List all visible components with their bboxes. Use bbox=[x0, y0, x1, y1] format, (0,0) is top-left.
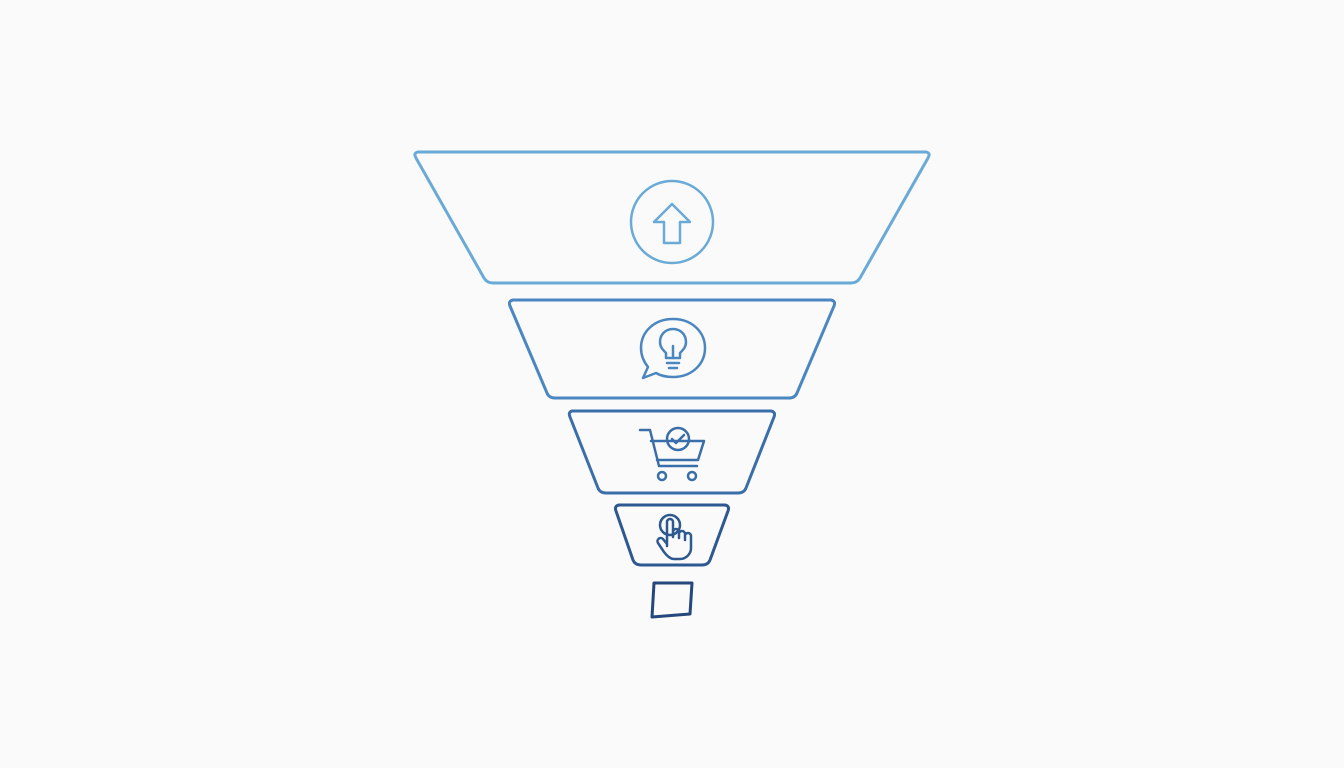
funnel-stage-purchase bbox=[567, 409, 777, 495]
arrow-up-circle-icon bbox=[629, 179, 715, 265]
funnel-outlet bbox=[650, 581, 694, 619]
hand-pointer-click-icon bbox=[656, 513, 693, 561]
stage-outline bbox=[413, 150, 931, 285]
funnel-stage-awareness bbox=[413, 150, 931, 285]
stage-outline bbox=[567, 409, 777, 495]
shopping-cart-check-icon bbox=[638, 426, 706, 482]
stage-outline bbox=[650, 581, 694, 619]
funnel-stage-interest bbox=[507, 298, 837, 400]
funnel-stage-action bbox=[613, 503, 731, 567]
stage-outline bbox=[613, 503, 731, 567]
lightbulb-speech-bubble-icon bbox=[639, 317, 707, 380]
stage-outline bbox=[507, 298, 837, 400]
